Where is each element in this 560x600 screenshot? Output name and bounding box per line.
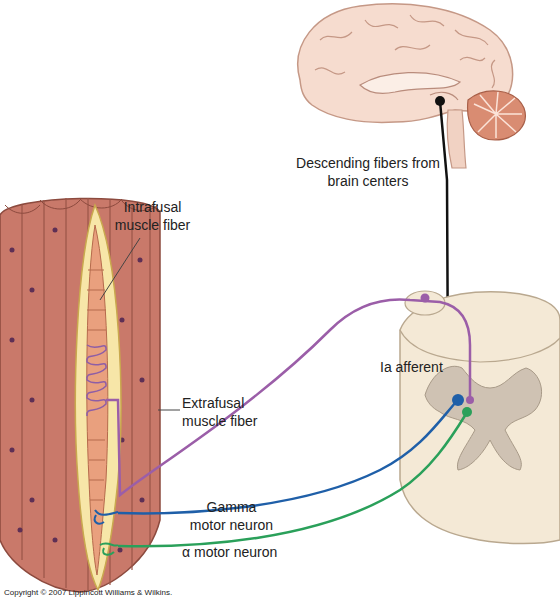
fiber-label: Descending fibers from brain centers [296, 154, 440, 190]
brain [298, 4, 526, 168]
leader-line [158, 410, 180, 411]
nerve-label: Ia afferent [380, 358, 443, 376]
muscle [0, 198, 160, 592]
leader-line [100, 238, 140, 300]
gamma-motor-fiber [118, 402, 456, 513]
nerve-label: α motor neuron [182, 543, 277, 561]
fiber-label: Intrafusal muscle fiber [105, 198, 200, 234]
ia-afferent-fiber [106, 299, 470, 495]
nerve-label: Gamma motor neuron [188, 498, 275, 534]
spindle-capsule [75, 205, 120, 590]
fiber-label: Extrafusal muscle fiber [182, 394, 277, 430]
copyright-note: Copyright © 2007 Lippincott Williams & W… [4, 588, 172, 598]
spinal-cord [400, 291, 560, 544]
alpha-motor-fiber [118, 414, 466, 546]
